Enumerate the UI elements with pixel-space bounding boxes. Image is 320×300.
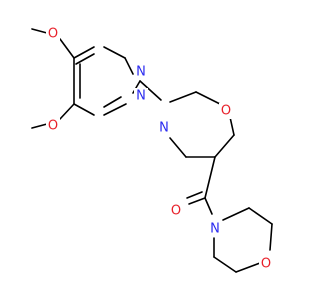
atom-n-pyrimidine-lower: N: [134, 88, 148, 104]
nitrogen-label: N: [159, 121, 169, 136]
bond: [248, 207, 273, 225]
bond: [31, 28, 48, 34]
bond: [188, 197, 206, 205]
oxygen-label: O: [48, 27, 58, 42]
bond: [269, 223, 273, 251]
bond: [229, 116, 235, 136]
bond: [73, 103, 95, 116]
oxygen-label: O: [261, 257, 271, 272]
oxygen-label: O: [171, 204, 181, 219]
bond: [59, 103, 75, 120]
bond: [204, 197, 213, 215]
bond: [169, 91, 197, 103]
bond: [75, 53, 95, 65]
atom-n-morpholine-amide: N: [208, 221, 222, 237]
bond: [31, 123, 48, 129]
atom-labels: O O N N N O O: [46, 26, 273, 272]
bond: [235, 262, 261, 273]
bond: [103, 96, 122, 108]
atom-o-methoxy-top: O: [46, 26, 60, 42]
bond: [204, 156, 216, 199]
bond: [73, 46, 95, 59]
bond: [186, 191, 203, 199]
bond: [124, 57, 134, 75]
bond: [59, 38, 75, 59]
oxygen-label: O: [221, 104, 231, 119]
bond: [222, 207, 250, 221]
bond: [139, 80, 162, 101]
structure-diagram: O O N N N O O: [31, 26, 273, 273]
atom-n-pyrimidine-upper: N: [134, 64, 148, 80]
nitrogen-label: N: [136, 89, 146, 104]
oxygen-label: O: [48, 119, 58, 134]
bond: [214, 134, 235, 158]
bond: [195, 91, 221, 105]
atom-o-morpholine-core: O: [219, 103, 233, 119]
atom-o-carbonyl: O: [169, 203, 183, 219]
bonds: [31, 28, 273, 273]
bond: [213, 256, 237, 273]
atom-n-morpholine-core: N: [157, 120, 171, 136]
bond: [103, 103, 127, 116]
atom-o-methoxy-bottom: O: [46, 118, 60, 134]
molecule-canvas: O O N N N O O: [31, 26, 273, 273]
nitrogen-label: N: [210, 222, 220, 237]
atom-o-morpholine-amide: O: [259, 256, 273, 272]
bond: [103, 46, 126, 59]
nitrogen-label: N: [136, 65, 146, 80]
bond: [169, 137, 187, 158]
